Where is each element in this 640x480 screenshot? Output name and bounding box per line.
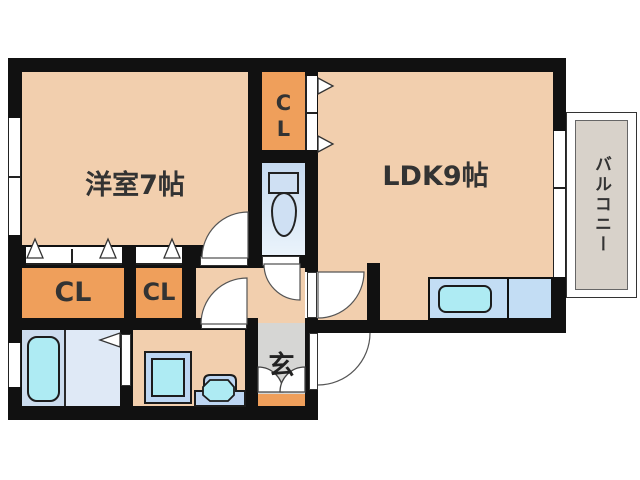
closet-small bbox=[136, 266, 182, 318]
wall-bedroom-right bbox=[248, 58, 262, 268]
genkan-step bbox=[252, 394, 305, 407]
room-bedroom bbox=[22, 72, 248, 247]
balcony-label: バルコニー bbox=[591, 155, 611, 255]
bedroom-label: 洋室7帖 bbox=[85, 169, 185, 201]
front-door-swing bbox=[317, 332, 371, 386]
ldk-balcony-window bbox=[553, 131, 566, 277]
wall-ldk-bottom bbox=[318, 320, 566, 333]
bathroom-folding-door-leaf bbox=[121, 334, 131, 386]
genkan-label: 玄 bbox=[268, 350, 295, 381]
ldk-window-tick bbox=[553, 187, 566, 189]
toilet-door-leaf bbox=[262, 256, 300, 266]
washing-machine-pan-inner bbox=[151, 358, 185, 397]
toilet-bowl bbox=[271, 192, 297, 237]
wall-closet-toilet bbox=[262, 150, 305, 163]
wall-bottom bbox=[8, 406, 318, 420]
front-door-leaf bbox=[309, 333, 318, 390]
closet-large-label: CL bbox=[54, 276, 92, 308]
wall-washroom-genkan bbox=[245, 318, 258, 408]
balcony-inner: バルコニー bbox=[575, 120, 628, 290]
ldk-label: LDK9帖 bbox=[382, 160, 489, 192]
bathtub bbox=[27, 336, 60, 402]
bedroom-window-tick bbox=[8, 176, 21, 178]
closet-top bbox=[262, 72, 305, 150]
closet-top-label-line1: C bbox=[275, 91, 292, 115]
closet-large-folding-track bbox=[26, 247, 122, 265]
wall-cl-small-right bbox=[182, 266, 196, 318]
closet-large bbox=[22, 266, 124, 318]
wall-cl-mid bbox=[124, 266, 136, 318]
bath-divider-line bbox=[64, 330, 66, 406]
closet-top-track-tick bbox=[305, 112, 317, 114]
ldk-door-leaf bbox=[307, 272, 317, 318]
closet-small-folding-track bbox=[136, 247, 182, 265]
wall-right-lower bbox=[553, 277, 566, 333]
closet-small-label: CL bbox=[142, 278, 176, 306]
wall-ldk-stub bbox=[367, 263, 380, 322]
kitchen-counter-divider bbox=[507, 277, 509, 320]
bedroom-door-leaf bbox=[200, 256, 248, 266]
kitchen-sink bbox=[438, 285, 492, 313]
washroom-door-leaf bbox=[201, 319, 247, 329]
closet-top-label-line2: L bbox=[276, 117, 291, 141]
bathroom-window bbox=[8, 343, 21, 387]
room-bath-floor-cell bbox=[66, 330, 120, 406]
wall-right-upper bbox=[553, 58, 566, 131]
closet-large-track-tick bbox=[71, 249, 73, 265]
wall-top bbox=[8, 58, 566, 72]
toilet-tank bbox=[268, 172, 299, 194]
